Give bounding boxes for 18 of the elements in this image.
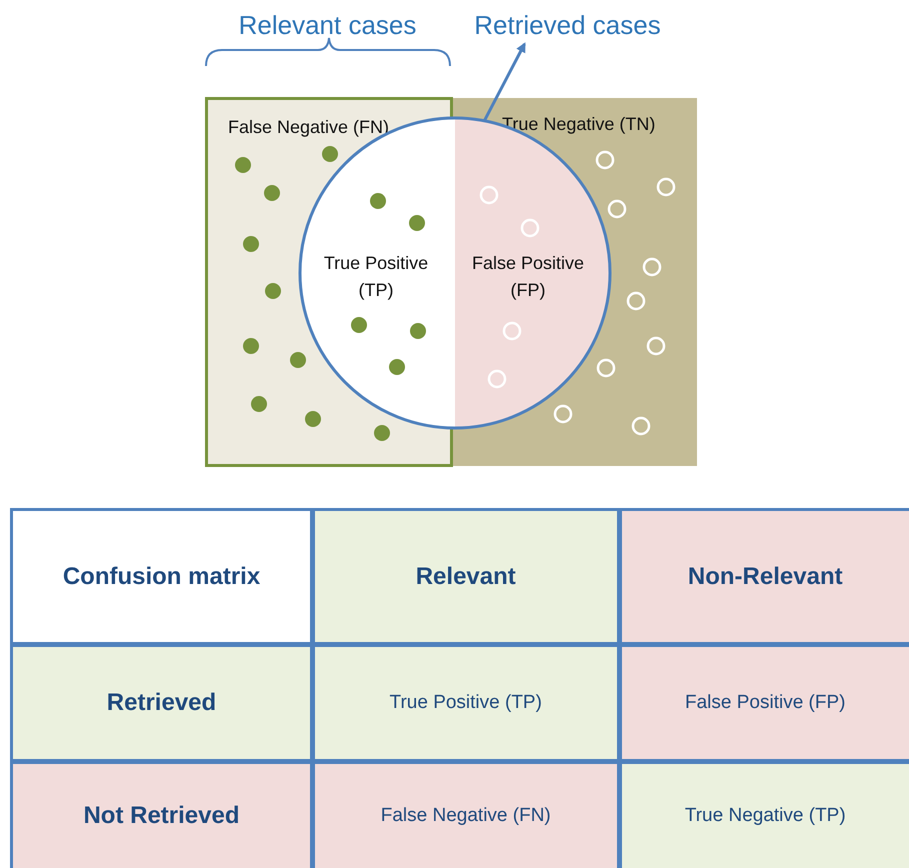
retrieved-cases-heading: Retrieved cases — [460, 10, 675, 41]
non-relevant-area — [450, 98, 697, 466]
region-label: False Negative (FN) — [228, 116, 390, 139]
region-label: True Positive (TP) — [322, 252, 430, 302]
relevant-cases-heading: Relevant cases — [238, 10, 418, 41]
table-cell: True Negative (TP) — [618, 760, 909, 868]
retrieved-non-relevant-half-circle — [455, 116, 612, 430]
table-cell: False Positive (FP) — [618, 644, 909, 762]
arrow — [483, 42, 526, 121]
table-cell: False Negative (FN) — [312, 760, 620, 868]
table-cell: True Positive (TP) — [312, 644, 620, 762]
region-label: False Positive (FP) — [470, 252, 586, 302]
relevant-area — [205, 97, 453, 467]
header-cell: Confusion matrix — [10, 508, 313, 645]
header-cell: Retrieved — [10, 644, 313, 762]
header-cell: Not Retrieved — [10, 760, 313, 868]
header-cell: Relevant — [312, 508, 620, 645]
header-cell: Non-Relevant — [618, 508, 909, 645]
